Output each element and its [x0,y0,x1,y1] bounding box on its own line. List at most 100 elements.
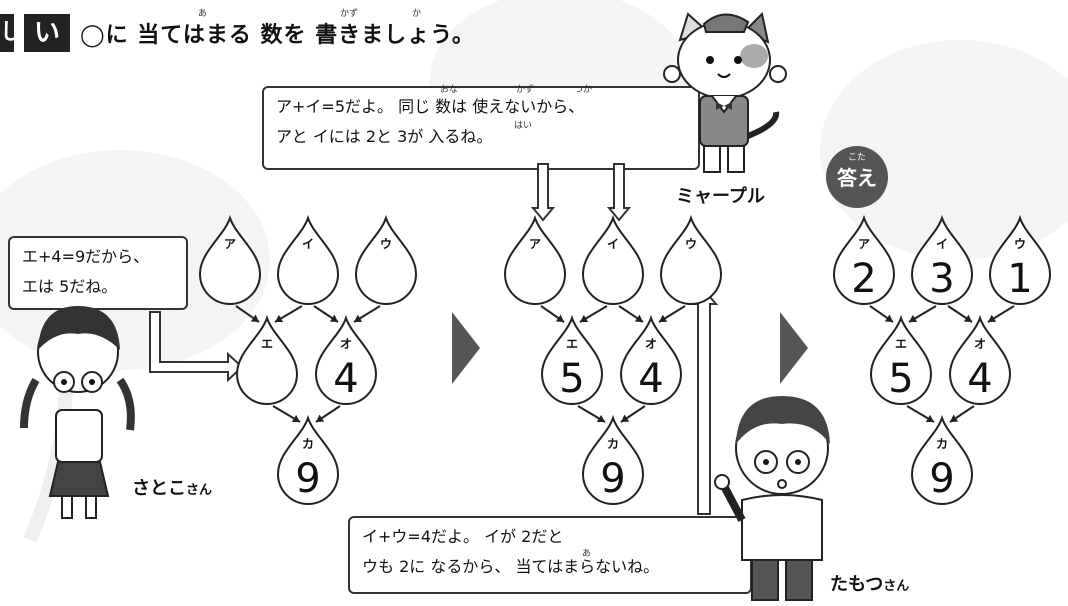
diagram-arrow-head [884,314,893,322]
drop-a-shape [503,214,567,305]
drop-u-label: ウ [1014,237,1026,251]
diagram-arrow-head [963,314,972,322]
drop-a-label: ア [529,237,541,251]
question-text: ◯に 当てはまる 数を 書きましょう。 [80,23,475,48]
drop-e-shape [235,314,299,405]
drop-i-shape [581,214,645,305]
diagram-arrow-head [275,314,284,323]
diagram-arrow-head [291,414,300,423]
satoko-name-text: さとこ [132,478,186,499]
drop-i-label: イ [302,237,314,251]
drop-a-value: 2 [851,256,876,302]
drop-ka-value: 9 [929,456,954,502]
drop-o-value: 4 [967,356,992,402]
drop-a-label: ア [224,237,236,251]
myaple-cat-illustration [663,11,787,173]
drop-o-shape [619,314,683,405]
diagram-arrow-head [950,414,959,422]
question-header: し い ◯に 当てはまる 数を 書きましょう。 [0,8,475,58]
tamotsu-name-text: たもつ [830,574,884,595]
drop-u-label: ウ [685,237,697,251]
diagram-arrow-head [634,314,643,322]
tamotsu-boy-illustration [714,396,830,601]
myaple-speech-line-2: アと イには 2と 3が 入るね。 [276,127,493,146]
previous-question-number: し [0,14,14,52]
drop-a-shape [832,214,896,305]
drop-e-label: エ [895,337,907,351]
drop-o-value: 4 [638,356,663,402]
furigana-ate: あ [198,9,208,19]
drop-o-shape [314,314,378,405]
tamotsu-speech-line-1: イ+ウ=4だよ。 イが 2だと [362,527,564,546]
drop-o-label: オ [974,337,986,351]
satoko-speech-bubble: エ+4=9だから、 エは 5だね。 [8,236,188,310]
diagram-arrow-head [555,314,564,322]
myaple-speech-line-1: ア+イ=5だよ。 同じ 数は 使えないから、 [276,97,585,116]
drop-e-label: エ [566,337,578,351]
satoko-name: さとこさん [132,474,212,500]
tamotsu-speech-line-2: ウも 2に なるから、 当てはまらないね。 [362,557,660,576]
drop-ka-label: カ [302,437,314,451]
drop-i-label: イ [936,237,948,251]
diagram-arrow-head [988,314,997,322]
step-arrow-2 [780,312,808,384]
diagram-arrow-head [316,414,325,422]
diagram-arrow-head [596,414,605,423]
satoko-speech-line-2: エは 5だね。 [22,277,118,296]
drop-a-shape [198,214,262,305]
furigana-ate-2: あ [582,549,592,559]
drop-diagram-2: アイウエ5オ4カ9 [503,214,723,505]
answer-badge: 答え [826,146,888,208]
drop-u-shape [354,214,418,305]
drop-ka-shape [276,414,340,505]
drop-i-label: イ [607,237,619,251]
drop-o-label: オ [645,337,657,351]
drop-i-shape [276,214,340,305]
furigana-kazu-2: かず [516,85,535,95]
diagram-arrow-head [354,314,363,322]
drop-ka-label: カ [936,437,948,451]
furigana-tsuka: つか [574,85,593,95]
drop-ka-label: カ [607,437,619,451]
drop-diagram-3: ア 2 イ 3 ウ 1 エ 5 オ 4 カ 9 [832,214,1052,505]
drop-ka-shape [910,414,974,505]
diagram-arrow-head [659,314,668,322]
drop-ka-shape [581,414,645,505]
drop-i-value: 3 [929,256,954,302]
drop-a-label: ア [858,237,870,251]
drop-ka-value: 9 [295,456,320,502]
question-number: い [24,14,70,52]
furigana-ona: おな [440,85,459,95]
drop-e-label: エ [261,337,273,351]
diagram-arrow-head [580,314,589,323]
satoko-girl-illustration [20,306,135,519]
satoko-honorific: さん [186,483,213,498]
drop-o-shape [948,314,1012,405]
furigana-ka: か [412,9,422,19]
drop-e-value: 5 [888,356,913,402]
drop-e-value: 5 [559,356,584,402]
satoko-speech-line-1: エ+4=9だから、 [22,247,150,266]
diagram-arrow-head [621,414,630,422]
drop-o-label: オ [340,337,352,351]
tamotsu-honorific: さん [883,579,910,594]
diagram-arrow-head [329,314,338,322]
diagram-arrow-head [909,314,918,323]
diagram-arrow-head [250,314,259,322]
drop-u-shape [988,214,1052,305]
drop-u-value: 1 [1007,256,1032,302]
myaple-name: ミャープル [676,186,765,207]
tamotsu-speech-bubble: イ+ウ=4だよ。 イが 2だと ウも 2に なるから、 当てはまらないね。 [348,516,752,594]
drop-diagram-1: アイウエオ4カ9 [198,214,418,505]
furigana-kazu: かず [340,9,359,19]
drop-e-shape [540,314,604,405]
furigana-kota: こた [848,153,867,163]
drop-u-shape [659,214,723,305]
drop-o-value: 4 [333,356,358,402]
step-arrow-1 [452,312,480,384]
furigana-hai: はい [514,121,533,131]
drop-e-shape [869,314,933,405]
